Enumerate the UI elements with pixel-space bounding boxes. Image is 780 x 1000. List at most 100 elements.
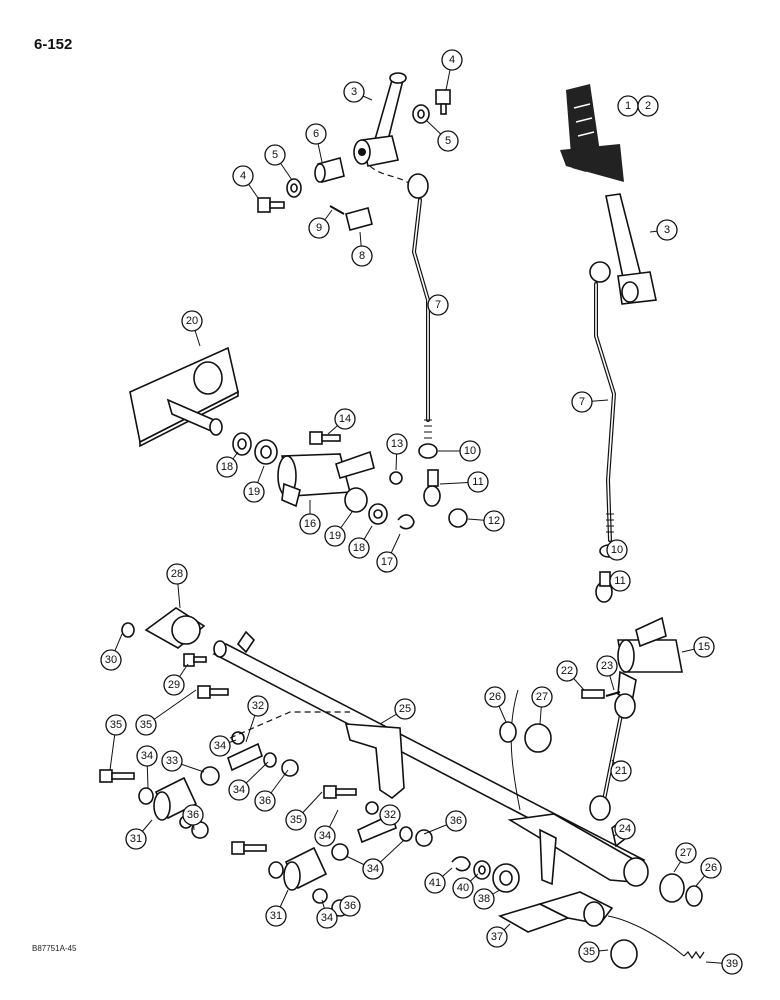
pedal-part bbox=[497, 891, 614, 933]
callout-circle bbox=[386, 433, 408, 455]
callout-7: 7 bbox=[571, 391, 609, 413]
callout-circle bbox=[531, 686, 553, 708]
callout-circle bbox=[299, 513, 321, 535]
callout-35: 35 bbox=[105, 714, 127, 771]
callout-4: 4 bbox=[232, 165, 259, 199]
pin-part bbox=[581, 689, 605, 699]
callout-35: 35 bbox=[135, 689, 197, 736]
linkage-part bbox=[589, 693, 636, 821]
callout-number: 34 bbox=[367, 863, 379, 875]
callout-8: 8 bbox=[351, 231, 373, 267]
callout-circle bbox=[700, 857, 722, 879]
bolt-part bbox=[309, 431, 341, 445]
callout-circle bbox=[136, 745, 158, 767]
callout-34: 34 bbox=[316, 899, 338, 929]
callout-38: 38 bbox=[473, 888, 501, 910]
callout-number: 13 bbox=[391, 438, 403, 450]
callout-circle bbox=[254, 790, 276, 812]
figure-reference: B87751A-45 bbox=[32, 944, 77, 953]
washer-part bbox=[365, 801, 379, 815]
clip-part bbox=[397, 514, 415, 530]
callout-circle bbox=[348, 537, 370, 559]
callout-19: 19 bbox=[324, 511, 353, 547]
callout-number: 14 bbox=[339, 413, 351, 425]
washer-part bbox=[268, 861, 284, 879]
nut-part bbox=[121, 622, 135, 638]
bolt-part bbox=[183, 653, 207, 667]
callout-circle bbox=[656, 219, 678, 241]
callout-circle bbox=[578, 941, 600, 963]
callout-circle bbox=[394, 698, 416, 720]
callout-circle bbox=[243, 481, 265, 503]
callout-27: 27 bbox=[673, 842, 697, 873]
shift-rod-part bbox=[589, 261, 617, 542]
bushing-part bbox=[492, 863, 520, 893]
callout-23: 23 bbox=[596, 655, 618, 691]
callout-number: 29 bbox=[168, 679, 180, 691]
callout-circle bbox=[135, 714, 157, 736]
washer-part bbox=[473, 860, 491, 880]
callout-number: 7 bbox=[579, 396, 585, 408]
washer-part bbox=[286, 178, 302, 198]
callout-37: 37 bbox=[486, 923, 511, 948]
washer-part bbox=[231, 731, 245, 745]
callout-number: 34 bbox=[319, 830, 331, 842]
callout-number: 5 bbox=[272, 149, 278, 161]
stud-part bbox=[227, 742, 263, 772]
callout-number: 27 bbox=[680, 847, 692, 859]
callout-36: 36 bbox=[339, 895, 361, 917]
bushing-part bbox=[524, 723, 552, 753]
callout-number: 15 bbox=[698, 641, 710, 653]
bolt-part bbox=[197, 685, 229, 699]
callout-circle bbox=[209, 735, 231, 757]
callout-33: 33 bbox=[161, 750, 205, 773]
callout-number: 23 bbox=[601, 660, 613, 672]
callout-41: 41 bbox=[424, 867, 453, 894]
bushing-part bbox=[659, 873, 685, 903]
callout-circle bbox=[163, 674, 185, 696]
callout-circle bbox=[316, 907, 338, 929]
callout-circle bbox=[693, 636, 715, 658]
callout-number: 5 bbox=[445, 135, 451, 147]
callout-10: 10 bbox=[438, 440, 481, 462]
washer-part bbox=[138, 787, 154, 805]
washer-part bbox=[368, 503, 388, 525]
callout-number: 36 bbox=[187, 809, 199, 821]
nut-part bbox=[418, 443, 438, 459]
callout-number: 21 bbox=[615, 765, 627, 777]
callout-34: 34 bbox=[136, 745, 158, 789]
washer-part bbox=[399, 826, 413, 842]
callout-2: 2 bbox=[637, 95, 659, 117]
callout-circle bbox=[285, 809, 307, 831]
callout-34: 34 bbox=[362, 839, 405, 880]
cross-shaft-part bbox=[212, 630, 649, 887]
callout-circle bbox=[614, 818, 636, 840]
callout-number: 10 bbox=[611, 544, 623, 556]
shaft-part bbox=[277, 450, 375, 508]
callout-circle bbox=[452, 877, 474, 899]
callout-circle bbox=[637, 95, 659, 117]
callout-number: 19 bbox=[248, 486, 260, 498]
bolt-part bbox=[257, 197, 285, 213]
callout-35: 35 bbox=[578, 941, 609, 963]
callout-circle bbox=[467, 471, 489, 493]
callout-32: 32 bbox=[375, 804, 401, 826]
callout-circle bbox=[181, 310, 203, 332]
callout-number: 4 bbox=[240, 170, 246, 182]
callout-30: 30 bbox=[100, 633, 123, 671]
nut-part bbox=[448, 508, 468, 528]
nut-part bbox=[281, 759, 299, 777]
callout-number: 41 bbox=[429, 877, 441, 889]
callout-circle bbox=[166, 563, 188, 585]
clip-part bbox=[451, 856, 471, 872]
mounting-plate-part bbox=[129, 346, 239, 448]
callout-number: 34 bbox=[141, 750, 153, 762]
callout-number: 31 bbox=[130, 833, 142, 845]
callout-3: 3 bbox=[343, 81, 373, 103]
callout-number: 39 bbox=[726, 958, 738, 970]
callout-number: 36 bbox=[450, 815, 462, 827]
callout-circle bbox=[351, 245, 373, 267]
callout-number: 28 bbox=[171, 568, 183, 580]
callout-11: 11 bbox=[439, 471, 489, 493]
